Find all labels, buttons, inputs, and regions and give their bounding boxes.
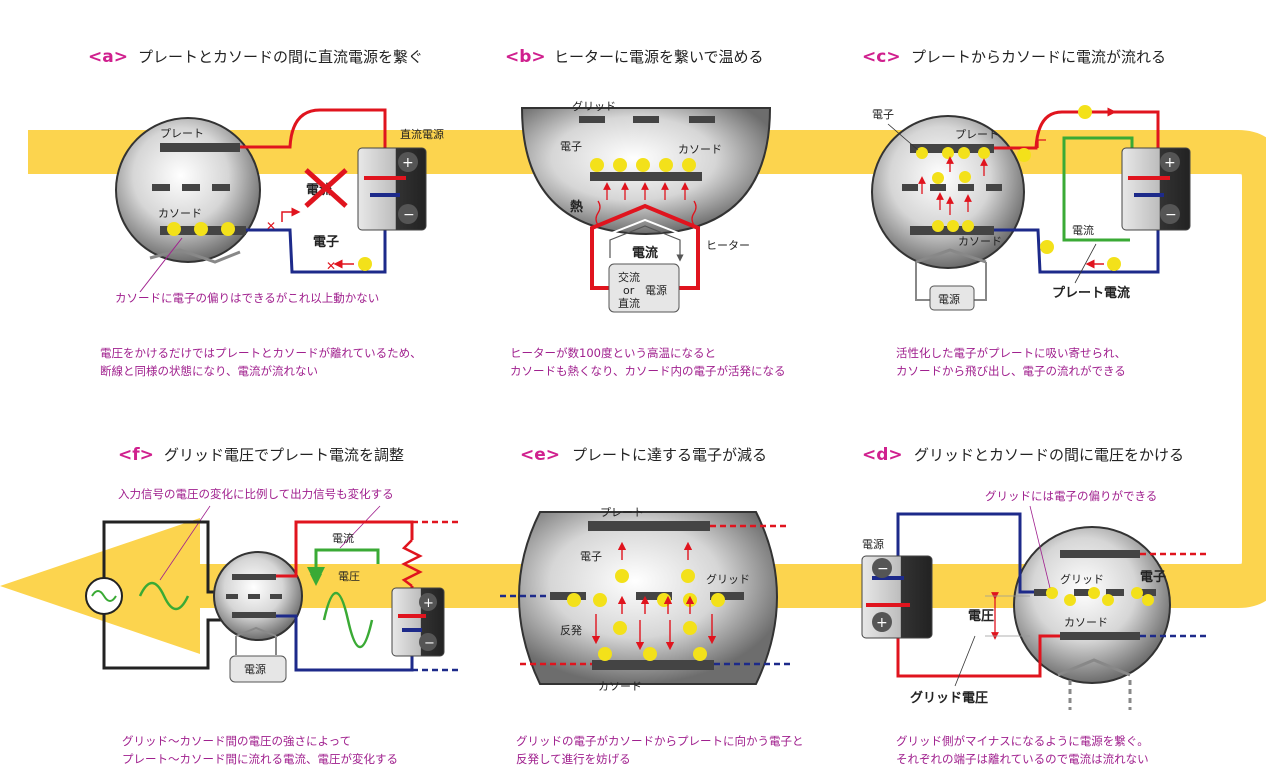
f-source-label: 電源 xyxy=(244,662,266,676)
d-source-label: 電源 xyxy=(862,537,884,551)
b-caption-2: カソードも熱くなり、カソード内の電子が活発になる xyxy=(510,364,786,378)
c-source-label: 電源 xyxy=(938,292,960,306)
b-electron-label: 電子 xyxy=(560,140,582,153)
a-caption-2: 断線と同様の状態になり、電流が流れない xyxy=(100,364,318,378)
a-plate-label: プレート xyxy=(160,127,204,140)
panel-d-tag: <d> xyxy=(862,445,903,465)
a-electron-label: 電子 xyxy=(313,235,339,250)
c-caption-2: カソードから飛び出し、電子の流れができる xyxy=(896,364,1126,378)
a-note: カソードに電子の偏りはできるがこれ以上動かない xyxy=(115,291,379,305)
d-caption-2: それぞれの端子は離れているので電流は流れない xyxy=(896,752,1149,766)
d-caption-1: グリッド側がマイナスになるように電源を繋ぐ。 xyxy=(896,734,1149,748)
panel-c-title: プレートからカソードに電流が流れる xyxy=(911,48,1166,66)
panel-d-title: グリッドとカソードの間に電圧をかける xyxy=(914,446,1184,464)
e-grid-label: グリッド xyxy=(706,572,750,586)
b-or-label: or xyxy=(623,284,635,297)
panel-e: <e> プレートに達する電子が減る プレート 電子 グリッド 反発 カソード グ… xyxy=(500,445,804,766)
e-caption-2: 反発して進行を妨げる xyxy=(516,752,631,766)
d-grid-note: グリッドには電子の偏りができる xyxy=(985,489,1157,503)
svg-text:✕: ✕ xyxy=(266,219,276,233)
a-plus: + xyxy=(402,155,414,171)
e-caption-1: グリッドの電子がカソードからプレートに向かう電子と xyxy=(516,734,804,748)
c-caption-1: 活性化した電子がプレートに吸い寄せられ、 xyxy=(896,346,1126,360)
d-grid-label: グリッド xyxy=(1060,572,1104,586)
d-plus: + xyxy=(876,615,888,631)
d-cathode-label: カソード xyxy=(1064,616,1108,629)
a-minus: − xyxy=(403,207,415,223)
a-cathode-label: カソード xyxy=(158,207,202,220)
f-note: 入力信号の電圧の変化に比例して出力信号も変化する xyxy=(118,487,394,501)
panel-a-tag: <a> xyxy=(88,47,128,67)
e-repel-label: 反発 xyxy=(560,623,582,637)
d-minus: − xyxy=(877,561,889,577)
f-voltage-label: 電圧 xyxy=(338,570,360,583)
panel-f-title: グリッド電圧でプレート電流を調整 xyxy=(164,446,404,464)
panel-f: <f> グリッド電圧でプレート電流を調整 入力信号の電圧の変化に比例して出力信号… xyxy=(85,445,460,766)
b-caption-1: ヒーターが数100度という高温になると xyxy=(510,346,716,360)
panel-a: <a> プレートとカソードの間に直流電源を繋ぐ プレート カソード + − 直流… xyxy=(88,47,444,378)
f-caption-1: グリッド〜カソード間の電圧の強さによって xyxy=(122,734,351,748)
panel-a-title: プレートとカソードの間に直流電源を繋ぐ xyxy=(138,48,423,66)
b-dc-label: 直流 xyxy=(618,296,640,310)
c-cathode-label: カソード xyxy=(958,235,1002,248)
d-grid-voltage-label: グリッド電圧 xyxy=(910,690,988,706)
b-current-label: 電流 xyxy=(632,245,658,261)
d-voltage-label: 電圧 xyxy=(968,609,994,624)
c-plate-label: プレート xyxy=(955,128,999,141)
c-electron-label: 電子 xyxy=(872,108,894,121)
a-caption-1: 電圧をかけるだけではプレートとカソードが離れているため、 xyxy=(100,346,422,360)
e-cathode-label: カソード xyxy=(598,680,642,693)
f-caption-2: プレート〜カソード間に流れる電流、電圧が変化する xyxy=(122,752,398,766)
panel-f-tag: <f> xyxy=(118,445,154,465)
b-ac-label: 交流 xyxy=(618,270,640,284)
panel-d: <d> グリッドとカソードの間に電圧をかける グリッド 電子 カソード グリッド… xyxy=(861,445,1210,766)
panel-e-tag: <e> xyxy=(520,445,560,465)
a-dc-label: 直流電源 xyxy=(400,127,444,141)
f-current-label: 電流 xyxy=(332,531,354,545)
d-electron-label: 電子 xyxy=(1140,570,1166,585)
b-heater-label: ヒーター xyxy=(706,239,750,252)
b-cathode-label: カソード xyxy=(678,143,722,156)
e-electron-label: 電子 xyxy=(580,550,602,563)
f-plus: + xyxy=(423,596,434,611)
panel-c: <c> プレートからカソードに電流が流れる 電源 電子 プレート カソード + … xyxy=(862,47,1191,378)
b-heat-label: 熱 xyxy=(570,199,583,215)
b-grid-label: グリッド xyxy=(572,99,616,113)
panel-b-title: ヒーターに電源を繋いで温める xyxy=(554,48,764,66)
e-plate-label: プレート xyxy=(600,506,644,519)
c-current-label: 電流 xyxy=(1072,223,1094,237)
panel-e-title: プレートに達する電子が減る xyxy=(572,446,767,464)
f-minus: − xyxy=(424,636,435,651)
c-minus: − xyxy=(1165,207,1177,223)
svg-text:✕: ✕ xyxy=(326,259,336,273)
c-plus: + xyxy=(1164,155,1176,171)
c-plate-current-label: プレート電流 xyxy=(1052,285,1130,301)
panel-b: <b> ヒーターに電源を繋いで温める グリッド 電子 カソード 熱 電流 ヒータ… xyxy=(505,47,786,378)
panel-c-tag: <c> xyxy=(862,47,901,67)
b-source-label: 電源 xyxy=(645,283,667,297)
panel-b-tag: <b> xyxy=(505,47,546,67)
